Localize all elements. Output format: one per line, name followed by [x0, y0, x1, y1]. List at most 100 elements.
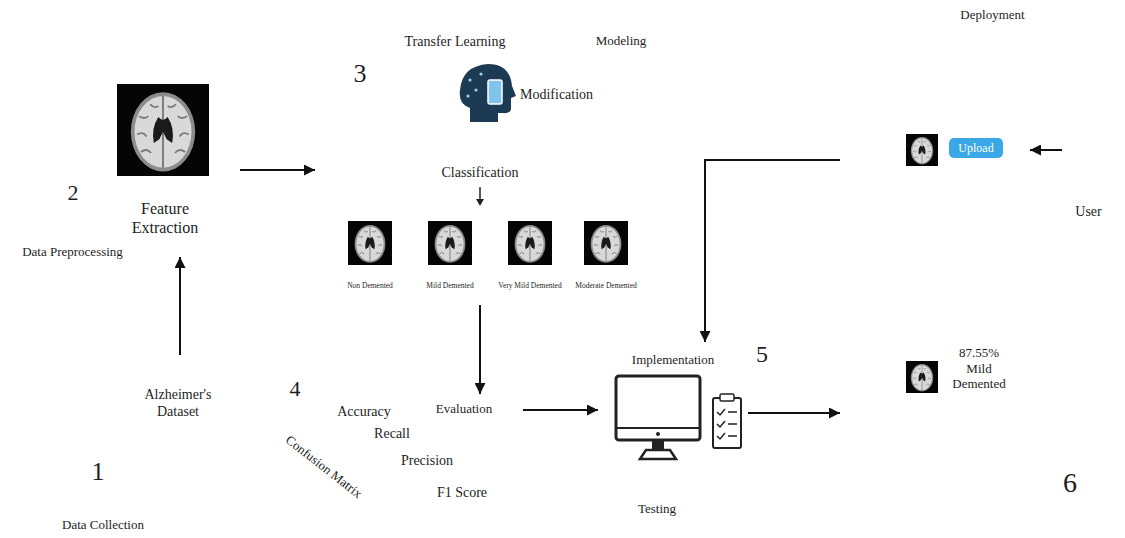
outline-part	[932, 447, 988, 459]
step-number: 3	[348, 58, 372, 89]
node-text: 6	[1045, 466, 1095, 500]
step-number: 2	[62, 180, 84, 206]
outline-part	[1067, 132, 1111, 177]
node-text: Evaluation	[436, 401, 492, 417]
flow-arrow	[705, 160, 840, 342]
mri-scan	[508, 221, 552, 265]
deployment-panel: 6 DeploymentUploadUser 87.55% Mild Demente…	[840, 0, 1125, 538]
computer-monitor	[616, 376, 700, 459]
metric-ellipse: Accuracy	[300, 399, 428, 426]
node-text: Deployment	[960, 7, 1024, 23]
node-text: Classification	[425, 165, 535, 182]
outline-part	[90, 63, 240, 257]
node-text: Non Demented	[332, 281, 408, 290]
node-text: Mild Demented	[412, 281, 488, 290]
outline-part	[892, 317, 1029, 436]
node-text: Alzheimer's Dataset	[128, 387, 228, 421]
flow-arrow	[179, 257, 181, 355]
node-text: Accuracy	[337, 404, 391, 421]
node-text: Implementation	[598, 352, 748, 368]
outline-part	[5, 238, 140, 265]
outline-part	[45, 513, 161, 537]
node-text: Data Collection	[62, 517, 144, 533]
metric-ellipse: Recall	[334, 421, 450, 447]
upload-button: Upload	[949, 138, 1002, 158]
node-text: Transfer Learning	[375, 34, 535, 51]
upload-monitor: Upload	[890, 88, 1030, 210]
outline-part	[120, 465, 237, 479]
class-item: Mild Demented	[412, 215, 488, 297]
outline-part	[1073, 94, 1105, 126]
node-text: Recall	[374, 426, 410, 443]
outline-part	[952, 437, 968, 447]
mri-scan	[117, 84, 209, 176]
outline-part	[840, 0, 1125, 538]
stage-pill: Deployment	[935, 2, 1050, 28]
step-number: 4	[284, 376, 306, 402]
testing-panel: Implementation	[598, 342, 748, 492]
node-outline	[118, 355, 238, 535]
class-item: Very Mild Demented	[492, 215, 568, 297]
flow-arrow	[1030, 149, 1062, 151]
flow-arrow	[240, 169, 315, 171]
outline-part	[364, 447, 490, 475]
result-monitor: 87.55% Mild Demented	[890, 315, 1030, 437]
node-text: Very Mild Demented	[492, 281, 568, 290]
outline-part	[592, 490, 722, 528]
database-cylinder: Alzheimer's Dataset	[118, 355, 238, 535]
outline-part	[958, 199, 963, 204]
down-arrow	[476, 187, 484, 206]
step-number: 1	[86, 456, 110, 487]
stage-pill: Testing	[592, 490, 722, 528]
outline-part	[120, 430, 237, 444]
mri-scan	[906, 361, 938, 393]
ai-head-icon	[460, 64, 516, 122]
stage-pill: Modeling	[565, 25, 677, 57]
node-text: Data Preprocessing	[22, 244, 123, 260]
flow-arrow	[479, 305, 481, 394]
outline-part	[952, 210, 968, 220]
outline-part	[892, 418, 1029, 420]
node-text: Testing	[638, 501, 676, 517]
outline-part	[935, 2, 1050, 28]
outline-part	[958, 426, 963, 431]
mri-scan	[906, 134, 938, 166]
flow-arrow	[748, 412, 840, 414]
outline-part	[120, 356, 237, 382]
metric-ellipse: Precision	[364, 447, 490, 475]
outline-part	[405, 394, 523, 424]
stage-pill: Data Preprocessing	[5, 238, 140, 265]
class-item: Non Demented	[332, 215, 408, 297]
outline-part	[598, 342, 748, 492]
mri-scan	[584, 221, 628, 265]
outline-part	[932, 220, 988, 232]
node-outline	[840, 0, 1125, 538]
node-text: Precision	[401, 453, 453, 470]
outline-part	[120, 500, 237, 514]
node-text: F1 Score	[437, 485, 487, 502]
stage-pill: Evaluation	[405, 394, 523, 424]
node-text: Feature Extraction	[115, 199, 215, 237]
outline-part	[120, 369, 237, 535]
node-text: User	[1062, 204, 1115, 221]
outline-part	[315, 25, 655, 305]
node-text: Modification	[520, 87, 620, 104]
outline-part	[565, 25, 677, 57]
mri-scan	[348, 221, 392, 265]
stage-pill: Data Collection	[45, 513, 161, 537]
user-figure: User	[1062, 92, 1115, 227]
node-text: Modeling	[596, 33, 647, 49]
outline-part	[892, 191, 1029, 193]
node-text: 87.55% Mild Demented	[950, 345, 1008, 392]
step-number: 5	[750, 340, 774, 369]
outline-part	[334, 421, 450, 447]
flow-arrow	[523, 409, 598, 411]
class-item: Moderate Demented	[568, 215, 644, 297]
outline-part	[404, 479, 520, 507]
process-box: Feature Extraction	[90, 63, 240, 257]
metric-ellipse: F1 Score	[404, 479, 520, 507]
node-text: Moderate Demented	[568, 281, 644, 290]
mri-scan	[428, 221, 472, 265]
